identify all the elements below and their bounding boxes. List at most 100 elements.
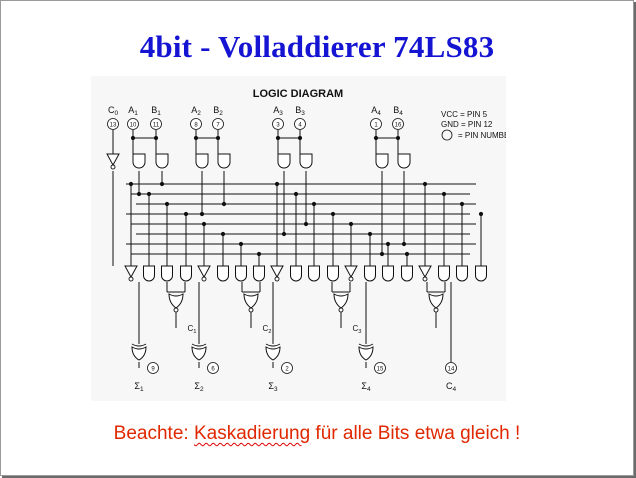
output-label: Σ4 — [361, 381, 371, 393]
junction-dot — [404, 251, 410, 257]
power-note: = PIN NUMBERS — [458, 131, 506, 140]
nor-bubble — [433, 307, 439, 313]
junction-dot — [164, 201, 170, 207]
power-note: VCC = PIN 5 — [441, 110, 488, 119]
pin-circle — [207, 362, 219, 374]
carry-label: C3 — [353, 324, 362, 335]
pin-circle — [150, 118, 162, 130]
pin-circle — [281, 362, 293, 374]
nor-bubble — [248, 307, 254, 313]
pin-number: 15 — [377, 367, 384, 373]
junction-dot — [128, 181, 134, 187]
inverter-bubble — [422, 276, 428, 282]
slide-title: 4bit - Volladdierer 74LS83 — [139, 29, 495, 64]
inverter-bubble — [110, 164, 116, 170]
nor-gate — [333, 293, 349, 309]
junction-dot — [330, 211, 336, 217]
carry-label: C2 — [263, 324, 272, 335]
xor-gate — [265, 346, 281, 361]
inverter-gate — [124, 265, 138, 279]
junction-dot — [136, 191, 142, 197]
and-gate — [299, 153, 313, 169]
pin-circle — [147, 362, 159, 374]
logic-diagram: LOGIC DIAGRAM VCC = PIN 5 GND = PIN 12 =… — [91, 76, 506, 401]
input-label: B4 — [393, 105, 403, 117]
pin-circle — [294, 118, 306, 130]
junction-dot — [379, 251, 385, 257]
and-gate — [161, 265, 173, 282]
pin-circle — [127, 118, 139, 130]
inverter-gate — [270, 265, 284, 279]
inverter-gate — [344, 265, 358, 279]
and-gate — [277, 153, 291, 169]
and-gate — [401, 265, 413, 282]
pin-circle — [392, 118, 404, 130]
pin-circle — [445, 362, 457, 374]
pin-circle — [370, 118, 382, 130]
junction-dot — [146, 191, 152, 197]
inverter-gate — [106, 153, 120, 167]
input-label: A3 — [273, 105, 283, 117]
junction-dot — [441, 191, 447, 197]
input-label: A4 — [371, 105, 381, 117]
and-gate — [290, 265, 302, 282]
junction-dot — [221, 201, 227, 207]
and-gate — [375, 153, 389, 169]
wires — [112, 130, 484, 368]
diagram-heading: LOGIC DIAGRAM — [253, 88, 343, 100]
input-label: A2 — [191, 105, 201, 117]
pin-number: 10 — [130, 123, 137, 129]
pin-number: 13 — [110, 123, 117, 129]
inverter-gate — [418, 265, 432, 279]
and-gate — [308, 265, 320, 282]
and-gate — [438, 265, 450, 282]
pin-number: 3 — [276, 123, 280, 129]
junction-dot — [311, 201, 317, 207]
junction-dot — [385, 241, 391, 247]
and-gate — [364, 265, 376, 282]
and-gate — [217, 265, 229, 282]
junction-dot — [422, 181, 428, 187]
and-gate — [143, 265, 155, 282]
pin-number: 14 — [448, 367, 455, 373]
xor-input-arc — [191, 343, 207, 347]
footnote: Beachte: Kaskadierung für alle Bits etwa… — [1, 423, 633, 445]
junction-dot — [293, 191, 299, 197]
junction-dot — [401, 241, 407, 247]
and-gate — [327, 265, 339, 282]
junction-dot — [281, 231, 287, 237]
power-note: GND = PIN 12 — [441, 120, 493, 129]
pin-circle — [212, 118, 224, 130]
pin-number: 9 — [151, 367, 155, 373]
nor-gate — [428, 293, 444, 309]
pin-circle — [190, 118, 202, 130]
nor-bubble — [338, 307, 344, 313]
junction-dot — [348, 221, 354, 227]
pin-number: 4 — [298, 123, 302, 129]
junction-dot — [459, 201, 465, 207]
junction-dot — [256, 251, 262, 257]
inverter-bubble — [128, 276, 134, 282]
inverter-bubble — [274, 276, 280, 282]
pin-number: 8 — [194, 123, 198, 129]
xor-gate — [358, 346, 374, 361]
and-gate — [253, 265, 265, 282]
input-label: C0 — [108, 105, 119, 117]
footnote-suffix: für alle Bits etwa gleich ! — [310, 423, 521, 444]
junction-dot — [183, 211, 189, 217]
nor-gate — [243, 293, 259, 309]
junction-dot — [199, 211, 205, 217]
junction-dot — [159, 181, 165, 187]
junction-dot — [303, 221, 309, 227]
pin-circle — [272, 118, 284, 130]
and-gate — [155, 153, 169, 169]
input-label: B3 — [295, 105, 305, 117]
xor-input-arc — [358, 343, 374, 347]
pin-circle — [107, 118, 119, 130]
pin-circle — [374, 362, 386, 374]
input-label: A1 — [128, 105, 138, 117]
and-gate — [456, 265, 468, 282]
pin-number: 6 — [211, 367, 215, 373]
